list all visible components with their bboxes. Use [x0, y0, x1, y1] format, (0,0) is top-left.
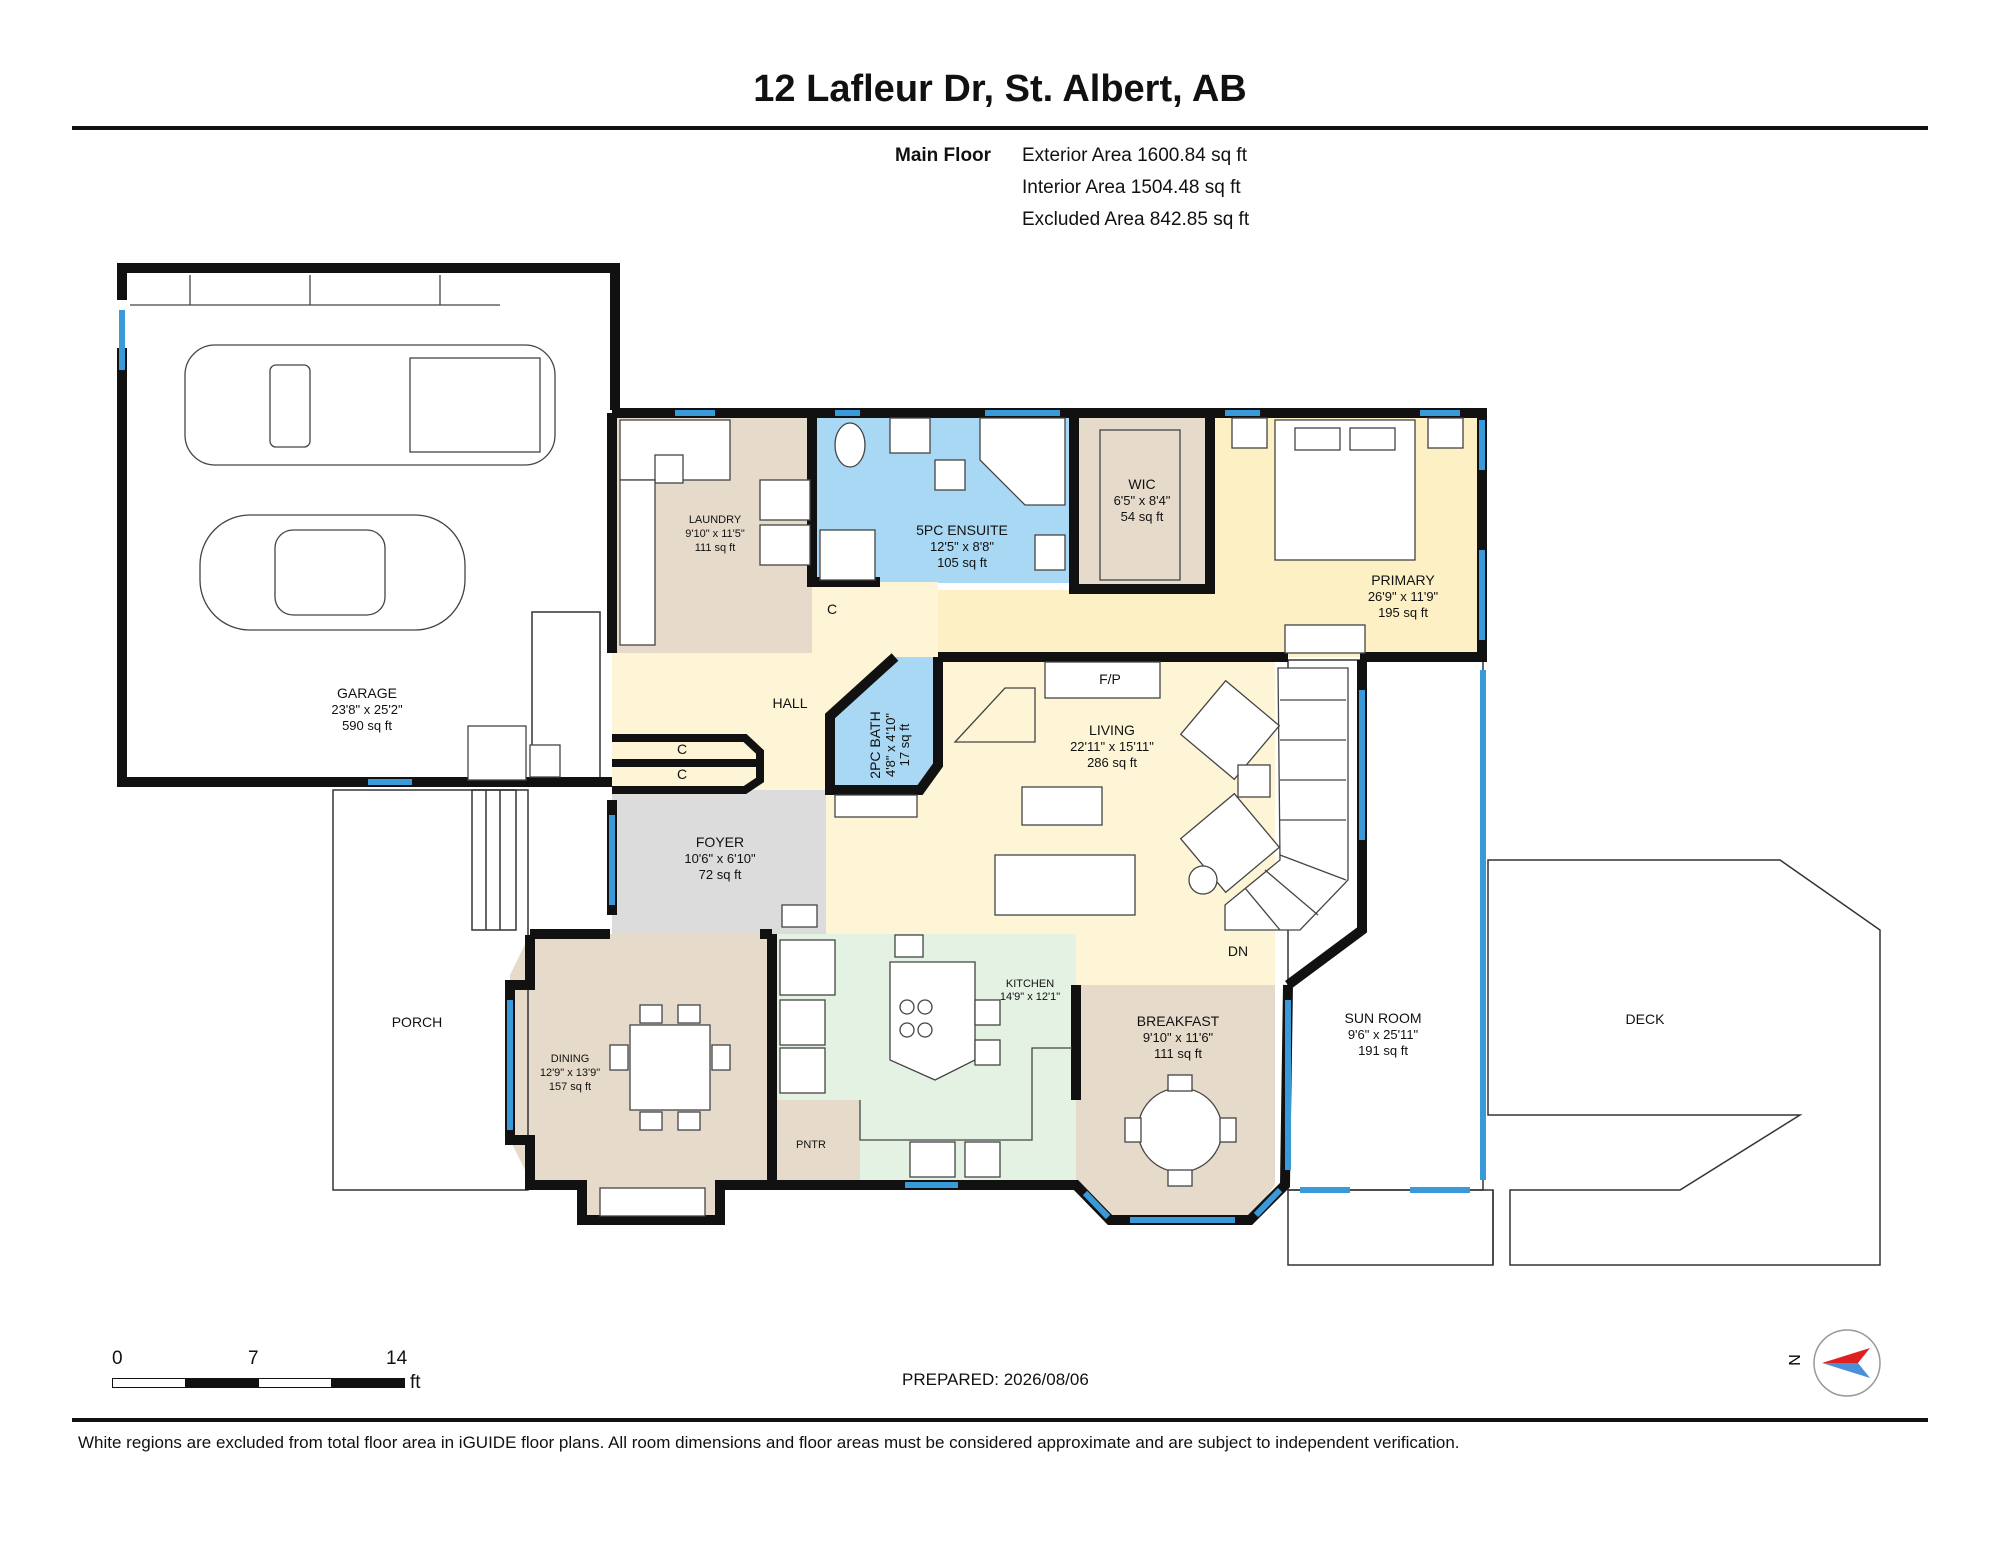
- header-rule: [72, 126, 1928, 130]
- sunroom-name: SUN ROOM: [1345, 1010, 1422, 1026]
- dining-name: DINING: [551, 1053, 590, 1065]
- sunroom-area: 191 sq ft: [1358, 1043, 1408, 1058]
- living-area: 286 sq ft: [1087, 755, 1137, 770]
- wic-name: WIC: [1128, 476, 1155, 492]
- laundry-dims: 9'10" x 11'5": [685, 528, 745, 540]
- scale-segment: [258, 1378, 332, 1388]
- garage-wall: [117, 263, 620, 410]
- primary-name: PRIMARY: [1371, 572, 1435, 588]
- car-icon: [199, 514, 466, 631]
- dining-table-icon: [599, 1004, 731, 1217]
- wic-fill: [1074, 413, 1210, 589]
- compass-icon: [1813, 1329, 1881, 1397]
- fireplace-label: F/P: [1099, 671, 1121, 687]
- page-title: 12 Lafleur Dr, St. Albert, AB: [753, 68, 1247, 110]
- bath2-dims: 4'8" x 4'10": [883, 713, 898, 777]
- breakfast-table-icon: [1124, 1074, 1237, 1187]
- pantry-fill: [772, 1100, 860, 1180]
- excluded-area: Excluded Area 842.85 sq ft: [1022, 209, 1250, 230]
- kitchen-island-icon: [889, 934, 1001, 1081]
- ensuite-dims: 12'5" x 8'8": [930, 539, 994, 554]
- fixtures: [130, 275, 1464, 1217]
- truck-icon: [184, 344, 556, 466]
- porch-steps: [471, 789, 517, 931]
- dining-dims: 12'9" x 13'9": [540, 1067, 600, 1079]
- breakfast-dims: 9'10" x 11'6": [1143, 1030, 1214, 1045]
- breakfast-area: 111 sq ft: [1154, 1046, 1202, 1061]
- scale-unit: ft: [410, 1372, 421, 1393]
- breakfast-name: BREAKFAST: [1137, 1013, 1220, 1029]
- exterior-area: Exterior Area 1600.84 sq ft: [1022, 145, 1247, 166]
- garage-dims: 23'8" x 25'2": [331, 702, 403, 717]
- sunroom-dims: 9'6" x 25'11": [1348, 1027, 1419, 1042]
- deck-name: DECK: [1626, 1011, 1666, 1027]
- foyer-name: FOYER: [696, 834, 744, 850]
- windows: [119, 310, 1486, 1223]
- garage-area: 590 sq ft: [342, 718, 392, 733]
- kitchen-name: KITCHEN: [1006, 978, 1054, 990]
- living-dims: 22'11" x 15'11": [1070, 739, 1154, 754]
- porch-outline: [332, 789, 529, 1191]
- closet-label: C: [677, 741, 687, 757]
- garage-name: GARAGE: [337, 685, 397, 701]
- laundry-name: LAUNDRY: [689, 514, 742, 526]
- prepared-date: PREPARED: 2026/08/06: [902, 1370, 1089, 1389]
- footer-rule: [72, 1418, 1928, 1422]
- hall-name: HALL: [772, 695, 807, 711]
- floor-label: Main Floor: [895, 145, 992, 166]
- foyer-dims: 10'6" x 6'10": [684, 851, 756, 866]
- closet-walls: [612, 734, 764, 794]
- stairs-icon: [1224, 667, 1349, 931]
- pantry-name: PNTR: [796, 1139, 826, 1151]
- scale-tick-14: 14: [386, 1348, 408, 1369]
- dining-area: 157 sq ft: [549, 1081, 591, 1093]
- wic-dims: 6'5" x 8'4": [1114, 493, 1171, 508]
- scale-segment: [331, 1378, 405, 1388]
- compass-label: N: [1787, 1354, 1804, 1366]
- ensuite-area: 105 sq ft: [937, 555, 987, 570]
- kitchen-dims: 14'9" x 12'1": [1000, 991, 1060, 1003]
- scale-tick-7: 7: [248, 1348, 259, 1369]
- disclaimer: White regions are excluded from total fl…: [78, 1433, 1460, 1452]
- ensuite-name: 5PC ENSUITE: [916, 522, 1008, 538]
- stairs-down-label: DN: [1228, 943, 1248, 959]
- room-labels: GARAGE 23'8" x 25'2" 590 sq ft LAUNDRY 9…: [331, 476, 1665, 1151]
- interior-area: Interior Area 1504.48 sq ft: [1022, 177, 1241, 198]
- window: [1082, 1190, 1111, 1220]
- scale-segment: [185, 1378, 259, 1388]
- area-values: Exterior Area 1600.84 sq ft Interior Are…: [1022, 140, 1249, 236]
- bath2-label: 2PC BATH 4'8" x 4'10" 17 sq ft: [867, 711, 912, 778]
- bath2-area: 17 sq ft: [897, 723, 912, 766]
- primary-area: 195 sq ft: [1378, 605, 1428, 620]
- foyer-area: 72 sq ft: [699, 867, 742, 882]
- laundry-area: 111 sq ft: [695, 542, 736, 554]
- scale-tick-0: 0: [112, 1348, 123, 1369]
- bath2-fill: [830, 657, 938, 787]
- wic-area: 54 sq ft: [1121, 509, 1164, 524]
- living-name: LIVING: [1089, 722, 1135, 738]
- primary-dims: 26'9" x 11'9": [1368, 589, 1439, 604]
- bed-icon: [1231, 417, 1464, 561]
- sunroom-step: [1287, 1189, 1494, 1266]
- bath2-name: 2PC BATH: [867, 711, 883, 778]
- deck-outline: [1487, 859, 1881, 1266]
- closet-label: C: [677, 766, 687, 782]
- scale-segment: [112, 1378, 186, 1388]
- closet-label: C: [827, 601, 837, 617]
- scale-bar: 0 7 14 ft: [110, 1348, 430, 1396]
- porch-name: PORCH: [392, 1014, 443, 1030]
- window: [1253, 1187, 1283, 1218]
